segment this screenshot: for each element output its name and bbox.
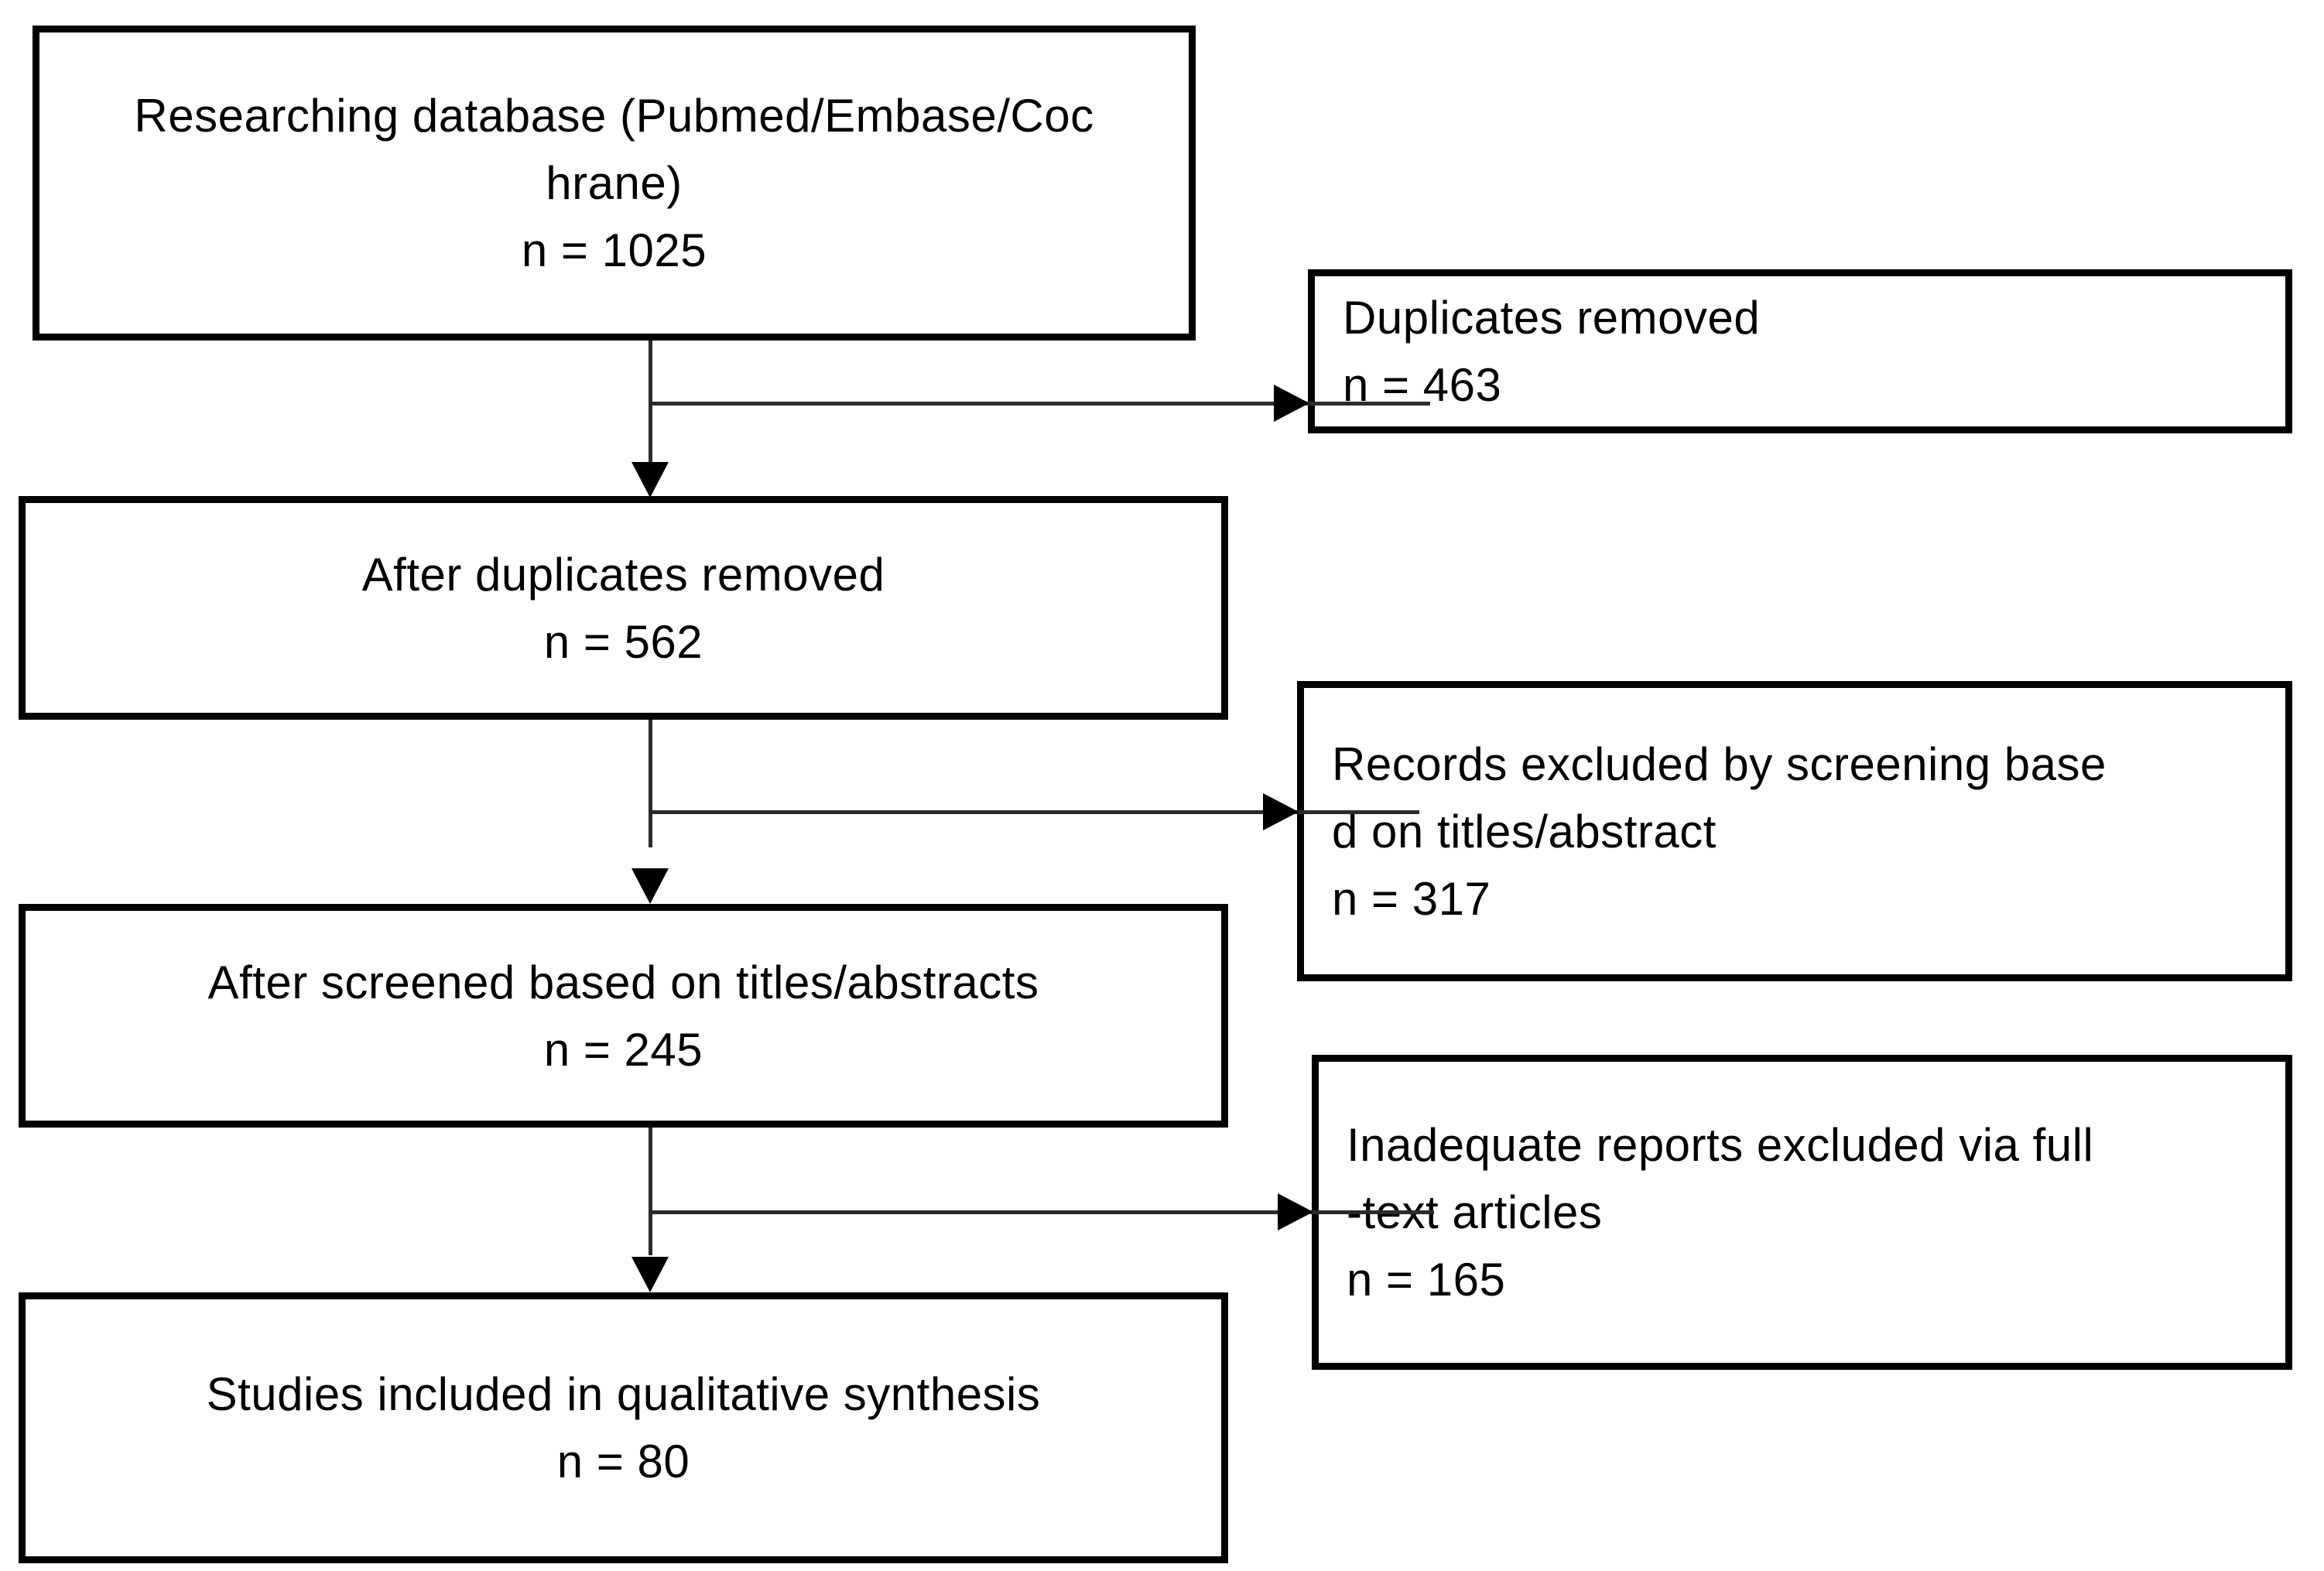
exclusion-box-inadequate-reports-count: n = 165 — [1347, 1254, 1506, 1306]
flow-box-after-screening: After screened based on titles/abstracts… — [19, 904, 1228, 1128]
arrowhead-right-to-duplicates-removed — [1274, 385, 1309, 422]
flow-box-included: Studies included in qualitative synthesi… — [19, 1292, 1228, 1563]
connector-branch-to-records-excluded — [649, 810, 1419, 814]
connector-branch-to-inadequate-reports — [649, 1210, 1434, 1214]
exclusion-box-records-excluded-line-1: Records excluded by screening base — [1332, 738, 2107, 790]
exclusion-box-records-excluded-line-2: d on titles/abstract — [1332, 805, 1716, 857]
exclusion-box-duplicates-removed: Duplicates removed n = 463 — [1308, 269, 2292, 433]
exclusion-box-inadequate-reports-line-1: Inadequate reports excluded via full — [1347, 1119, 2094, 1171]
flow-box-identification: Researching database (Pubmed/Embase/Coc … — [33, 26, 1196, 341]
exclusion-box-inadequate-reports: Inadequate reports excluded via full -te… — [1312, 1055, 2292, 1370]
flow-box-identification-line-2: hrane) — [546, 157, 683, 209]
exclusion-box-duplicates-removed-count: n = 463 — [1343, 359, 1502, 411]
arrowhead-down-to-after-screening — [631, 868, 669, 904]
flow-box-after-duplicates-line-1: After duplicates removed — [361, 548, 885, 601]
connector-stem-duplicates-to-screening — [649, 720, 652, 847]
flow-box-identification-line-1: Researching database (Pubmed/Embase/Coc — [134, 90, 1094, 142]
arrowhead-right-to-records-excluded — [1263, 793, 1299, 830]
flow-box-after-duplicates: After duplicates removed n = 562 — [19, 496, 1228, 720]
arrowhead-down-to-after-duplicates — [631, 462, 669, 498]
exclusion-box-duplicates-removed-line-1: Duplicates removed — [1343, 292, 1761, 344]
connector-stem-screening-to-included — [649, 1128, 652, 1255]
flow-box-after-duplicates-count: n = 562 — [543, 615, 703, 668]
flow-box-included-line-1: Studies included in qualitative synthesi… — [206, 1368, 1041, 1420]
flow-box-identification-count: n = 1025 — [521, 224, 707, 276]
arrowhead-down-to-included — [631, 1257, 669, 1292]
arrowhead-right-to-inadequate-reports — [1278, 1193, 1313, 1230]
flow-box-after-screening-count: n = 245 — [543, 1023, 703, 1076]
flow-box-included-count: n = 80 — [556, 1436, 690, 1487]
exclusion-box-records-excluded: Records excluded by screening base d on … — [1297, 681, 2292, 981]
exclusion-box-records-excluded-count: n = 317 — [1332, 872, 1491, 925]
exclusion-box-inadequate-reports-line-2: -text articles — [1347, 1186, 1603, 1238]
flow-box-after-screening-line-1: After screened based on titles/abstracts — [207, 956, 1039, 1008]
connector-branch-to-duplicates-removed — [649, 402, 1430, 406]
